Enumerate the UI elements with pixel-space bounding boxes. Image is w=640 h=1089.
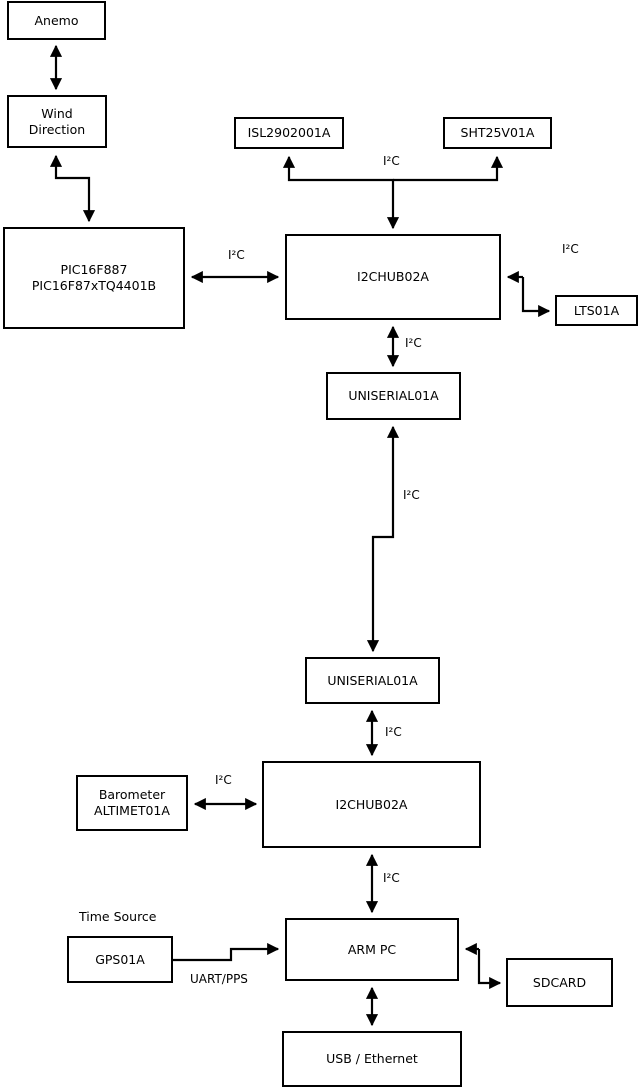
node-sht25v01a[interactable]: SHT25V01A [443,117,552,149]
node-i2chub02a-top-label: I2CHUB02A [357,269,429,285]
edge-label-i2c-hub-armpc: I²C [383,871,400,885]
edge-label-uart-pps: UART/PPS [190,972,248,986]
node-wind-direction-label: Wind Direction [28,105,86,137]
edge-label-i2c-lts: I²C [562,242,579,256]
edge-label-i2c-pic-hub: I²C [228,248,245,262]
label-time-source: Time Source [79,909,157,924]
node-lts01a-label: LTS01A [573,302,620,318]
node-wind-direction[interactable]: Wind Direction [7,95,107,148]
edge-pic-wind [49,154,96,223]
node-uniserial01a-top-label: UNISERIAL01A [348,388,439,404]
node-gps01a[interactable]: GPS01A [67,936,173,983]
edge-label-i2c-barometer: I²C [215,773,232,787]
edge-label-i2c-trunk: I²C [403,488,420,502]
edge-label-i2c-hub-uniserial-top: I²C [405,336,422,350]
node-sdcard[interactable]: SDCARD [506,958,613,1007]
edge-uniserial-trunk [366,425,400,653]
node-uniserial01a-bottom[interactable]: UNISERIAL01A [305,657,440,704]
node-isl2902001a-label: ISL2902001A [247,125,331,141]
node-i2chub02a-top[interactable]: I2CHUB02A [285,234,501,320]
node-anemo-label: Anemo [34,12,79,28]
node-uniserial01a-top[interactable]: UNISERIAL01A [326,372,461,420]
node-pic-mcu[interactable]: PIC16F887 PIC16F87xTQ4401B [3,227,185,329]
node-sht25v01a-label: SHT25V01A [460,125,535,141]
node-lts01a[interactable]: LTS01A [555,295,638,326]
node-gps01a-label: GPS01A [95,951,145,967]
edge-label-i2c-sensor-bus: I²C [383,154,400,168]
node-usb-ethernet-label: USB / Ethernet [326,1051,418,1067]
node-arm-pc-label: ARM PC [347,941,397,957]
edge-sensorbus-sht [393,155,504,182]
edge-gps-armpc [173,942,280,962]
node-usb-ethernet[interactable]: USB / Ethernet [282,1031,462,1087]
node-i2chub02a-bottom-label: I2CHUB02A [335,796,408,812]
node-sdcard-label: SDCARD [532,974,587,990]
node-anemo[interactable]: Anemo [7,1,106,40]
node-i2chub02a-bottom[interactable]: I2CHUB02A [262,761,481,848]
node-arm-pc[interactable]: ARM PC [285,918,459,981]
node-pic-mcu-label: PIC16F887 PIC16F87xTQ4401B [31,262,157,293]
node-isl2902001a[interactable]: ISL2902001A [234,117,344,149]
edge-hub-sensorbus [282,155,400,230]
node-barometer-altimet01a-label: Barometer ALTIMET01A [94,787,170,818]
edge-label-i2c-uniserial-hub-bottom: I²C [385,725,402,739]
edge-hub-lts-out [521,277,551,318]
edge-armpc-sdcard-out [477,949,502,990]
node-uniserial01a-bottom-label: UNISERIAL01A [327,672,418,688]
node-barometer-altimet01a[interactable]: Barometer ALTIMET01A [76,775,188,831]
